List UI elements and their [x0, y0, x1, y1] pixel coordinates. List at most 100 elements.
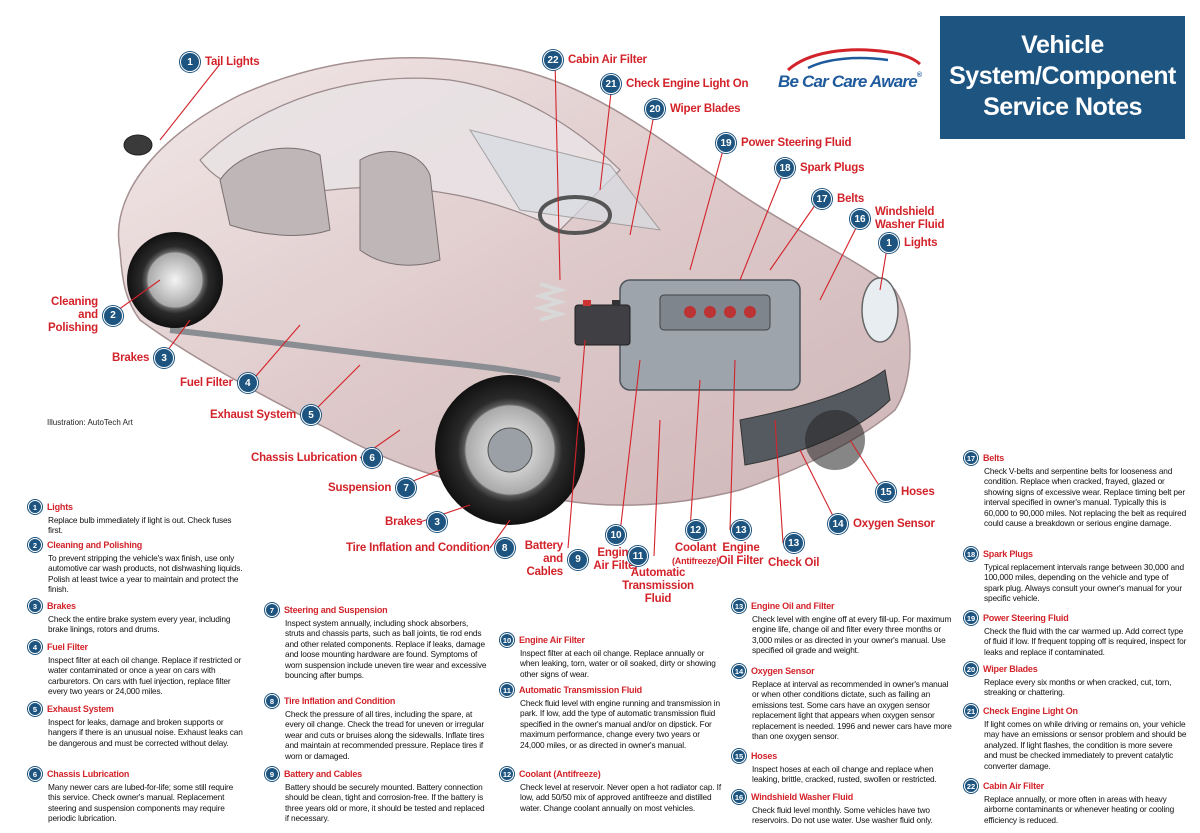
note-number: 22: [964, 779, 978, 793]
note-hoses: 15 Hoses Inspect hoses at each oil change…: [732, 749, 954, 785]
note-body: Typical replacement intervals range betw…: [984, 562, 1184, 604]
callout-engine-oil-filter: 13 Engine Oil Filter: [718, 520, 764, 568]
callout-label: Check Engine Light On: [626, 77, 749, 90]
front-grille: [739, 369, 891, 466]
note-body: Check level at reservoir. Never open a h…: [520, 782, 721, 813]
note-number: 9: [265, 767, 279, 781]
title-line-2: System/Component: [949, 62, 1176, 90]
callout-label: Belts: [837, 192, 865, 205]
callout-number: 11: [628, 546, 648, 566]
callout-label: Hoses: [901, 485, 935, 498]
callout-sublabel: (Antifreeze): [672, 556, 720, 566]
callout-label: Check Oil: [768, 557, 820, 569]
callout-number: 15: [876, 482, 896, 502]
callout-number: 22: [543, 50, 563, 70]
callout-tail-lights: 1 Tail Lights: [180, 52, 260, 72]
note-number: 17: [964, 451, 978, 465]
note-title: Steering and Suspension: [284, 605, 388, 615]
callout-label: Chassis Lubrication: [251, 451, 358, 464]
note-oxygen-sensor: 14 Oxygen Sensor Replace at interval as r…: [732, 664, 954, 741]
note-number: 6: [28, 767, 42, 781]
note-title: Chassis Lubrication: [47, 769, 130, 779]
callout-check-oil: 13 Check Oil: [768, 533, 819, 570]
note-body: Replace at interval as recommended in ow…: [752, 679, 952, 742]
callout-cabin-air-filter: 22 Cabin Air Filter: [543, 50, 647, 70]
logo-text: Be Car Care Aware: [778, 72, 918, 91]
note-title: Battery and Cables: [284, 769, 362, 779]
callout-label: Lights: [904, 236, 938, 249]
rear-seat: [219, 147, 331, 236]
callout-number: 13: [731, 520, 751, 540]
callout-number: 8: [494, 538, 515, 558]
note-number: 10: [500, 633, 514, 647]
note-number: 19: [964, 611, 978, 625]
note-body: Check V-belts and serpentine belts for l…: [984, 466, 1187, 529]
note-number: 18: [964, 547, 978, 561]
note-title: Oxygen Sensor: [751, 666, 815, 676]
steering-wheel: [538, 195, 612, 235]
note-title: Wiper Blades: [983, 664, 1038, 674]
note-number: 15: [732, 749, 746, 763]
car-care-logo: Be Car Care Aware®: [778, 44, 928, 104]
note-title: Fuel Filter: [47, 642, 88, 652]
callout-number: 10: [606, 525, 626, 545]
callout-spark-plugs: 18 Spark Plugs: [775, 158, 864, 178]
note-body: Check fluid level monthly. Some vehicles…: [752, 805, 933, 826]
callout-number: 3: [154, 348, 175, 368]
callout-windshield-washer-fluid: 16 Windshield Washer Fluid: [850, 206, 961, 232]
callout-label: Windshield Washer Fluid: [875, 206, 945, 231]
callout-battery-cables: Battery and Cables 9: [508, 540, 588, 579]
note-number: 12: [500, 767, 514, 781]
note-title: Cleaning and Polishing: [47, 540, 143, 550]
battery: [574, 304, 631, 346]
callout-number: 7: [396, 478, 417, 498]
note-title: Coolant (Antifreeze): [519, 769, 601, 779]
note-title: Automatic Transmission Fluid: [519, 685, 642, 695]
callout-label: Power Steering Fluid: [741, 136, 852, 149]
callout-lights-front: 1 Lights: [879, 233, 937, 253]
callout-number: 1: [180, 52, 200, 72]
note-title: Spark Plugs: [983, 549, 1033, 559]
note-title: Check Engine Light On: [983, 706, 1078, 716]
callout-label: Brakes: [385, 515, 423, 528]
callout-exhaust-system: Exhaust System 5: [210, 405, 322, 425]
note-number: 3: [28, 599, 42, 613]
note-title: Exhaust System: [47, 704, 114, 714]
callout-suspension: Suspension 7: [328, 478, 417, 498]
note-title: Hoses: [751, 751, 778, 761]
note-body: Replace every six months or when cracked…: [984, 677, 1172, 698]
title-line-1: Vehicle: [1021, 31, 1104, 59]
callout-hoses: 15 Hoses: [876, 482, 935, 502]
note-title: Windshield Washer Fluid: [751, 792, 853, 802]
windshield: [468, 129, 662, 231]
callout-label: Spark Plugs: [800, 161, 865, 174]
illustration-credit: Illustration: AutoTech Art: [47, 418, 133, 427]
note-spark-plugs: 18 Spark Plugs Typical replacement interv…: [964, 547, 1188, 604]
note-number: 7: [265, 603, 279, 617]
note-number: 1: [28, 500, 42, 514]
note-number: 16: [732, 790, 746, 804]
note-body: Inspect hoses at each oil change and rep…: [752, 764, 937, 785]
note-body: Check fluid level with engine running an…: [520, 698, 720, 750]
note-number: 4: [28, 640, 42, 654]
callout-label: Coolant: [674, 542, 717, 554]
callout-label: Automatic Transmission Fluid: [622, 567, 694, 605]
callout-label: Suspension: [328, 481, 392, 494]
callout-coolant: 12 Coolant (Antifreeze): [672, 520, 719, 568]
callout-number: 14: [828, 514, 848, 534]
callout-number: 3: [427, 512, 448, 532]
callout-label: Tire Inflation and Condition: [346, 541, 490, 554]
callout-label: Engine Air Filter: [593, 547, 639, 572]
callout-number: 9: [568, 549, 588, 570]
note-title: Cabin Air Filter: [983, 781, 1044, 791]
note-windshield-washer: 16 Windshield Washer Fluid Check fluid le…: [732, 790, 954, 826]
note-number: 14: [732, 664, 746, 678]
